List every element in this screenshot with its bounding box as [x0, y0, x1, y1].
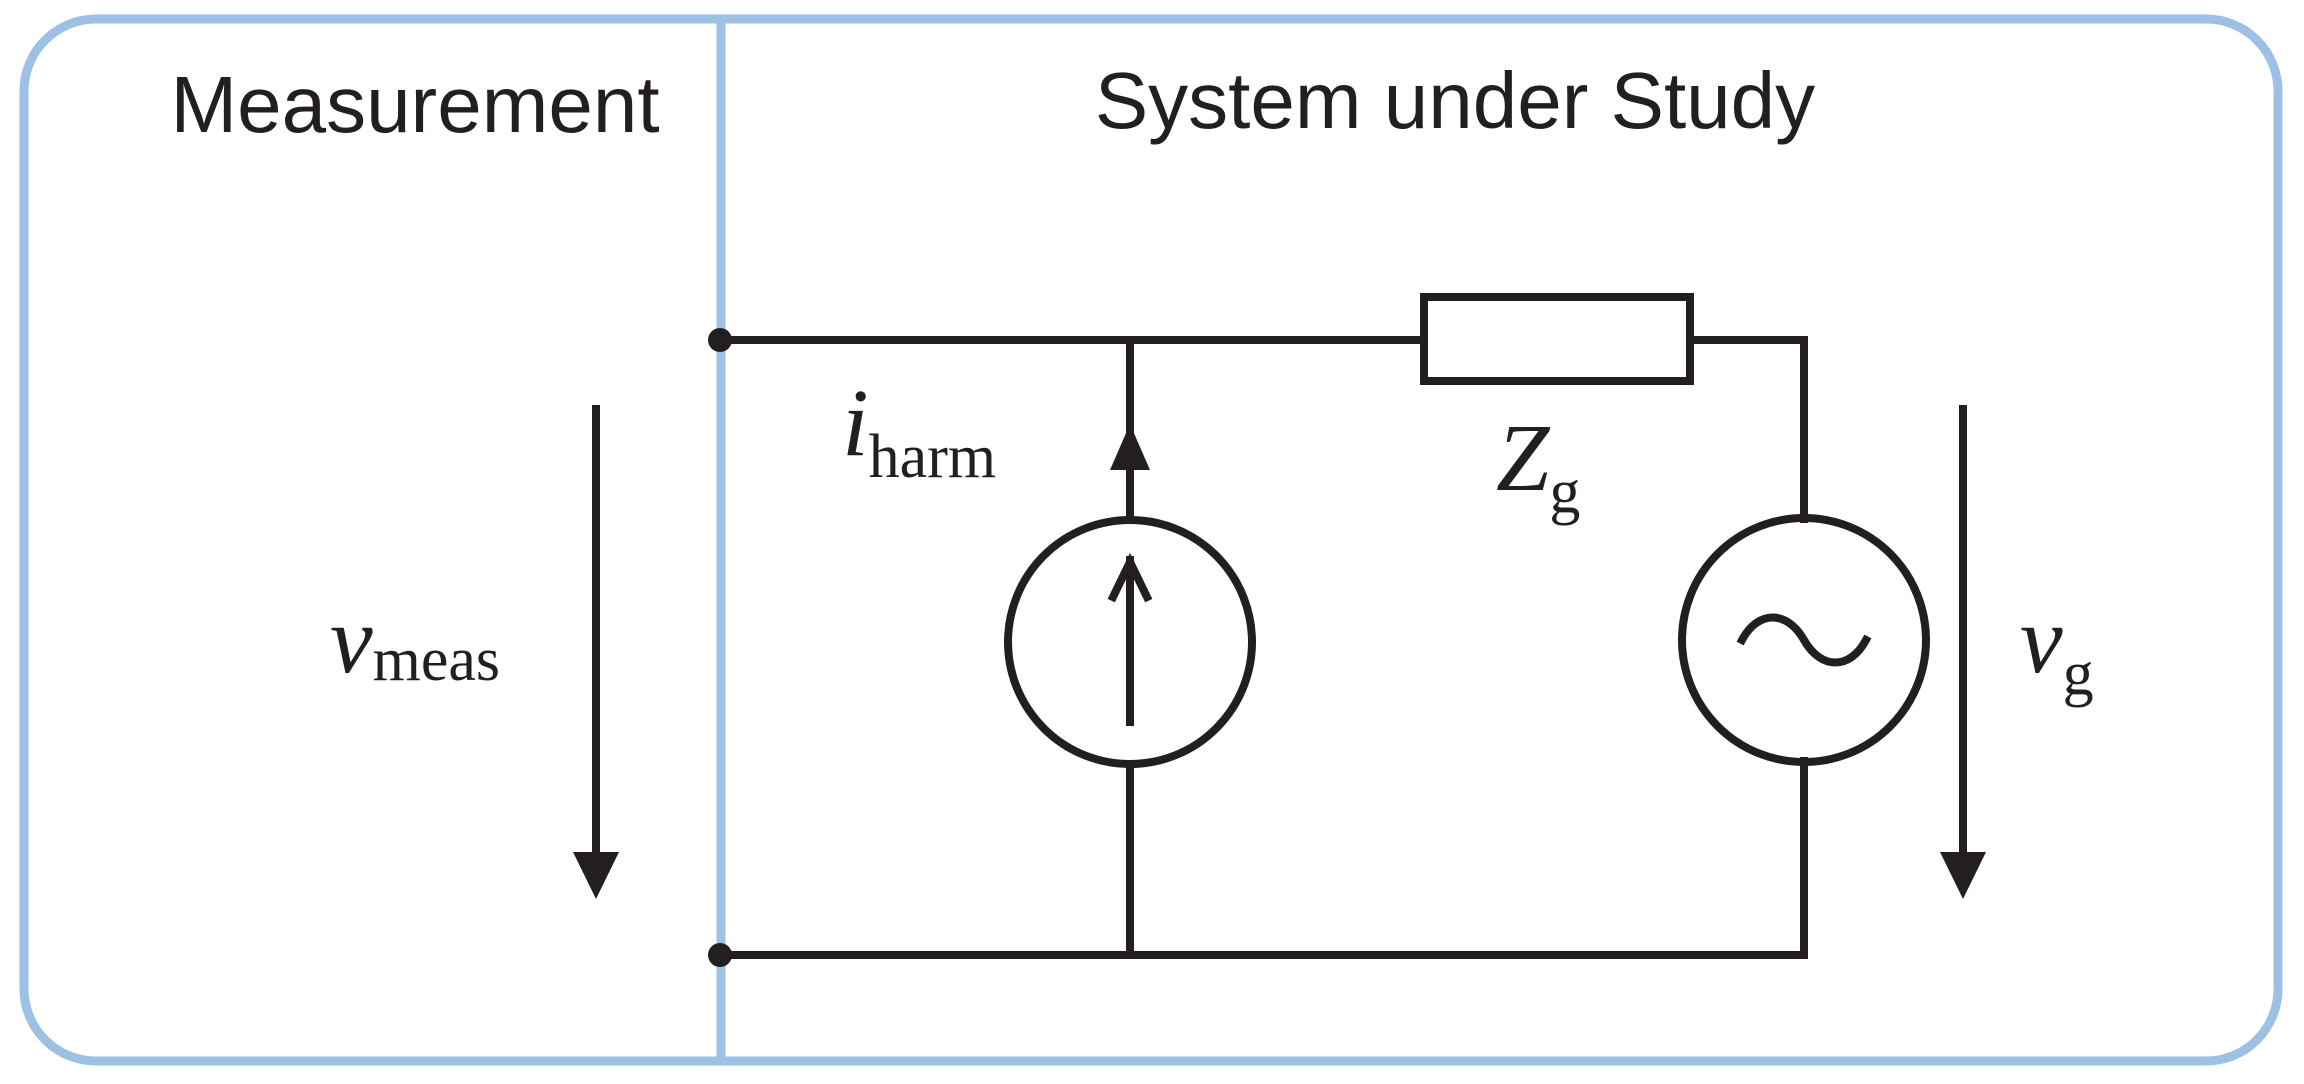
outer-frame: [19, 14, 2283, 1066]
ac-voltage-source-icon: [1678, 514, 1930, 766]
v-meas-label: vmeas: [330, 586, 500, 694]
impedance-box-icon: [1420, 293, 1694, 385]
current-direction-arrow: [1110, 424, 1150, 470]
terminal-top: [708, 328, 732, 352]
grid-voltage-arrow: [1940, 405, 1986, 899]
terminal-bottom: [708, 943, 732, 967]
measurement-voltage-arrow: [573, 405, 619, 899]
i-harm-label: iharm: [842, 369, 996, 491]
current-source-icon: [1004, 516, 1256, 768]
measurement-title: Measurement: [170, 60, 659, 149]
system-under-study-title: System under Study: [1095, 56, 1815, 145]
z-g-label: Zg: [1496, 404, 1580, 526]
v-g-label: vg: [2020, 586, 2094, 708]
top-wire-right: [1686, 336, 1808, 523]
